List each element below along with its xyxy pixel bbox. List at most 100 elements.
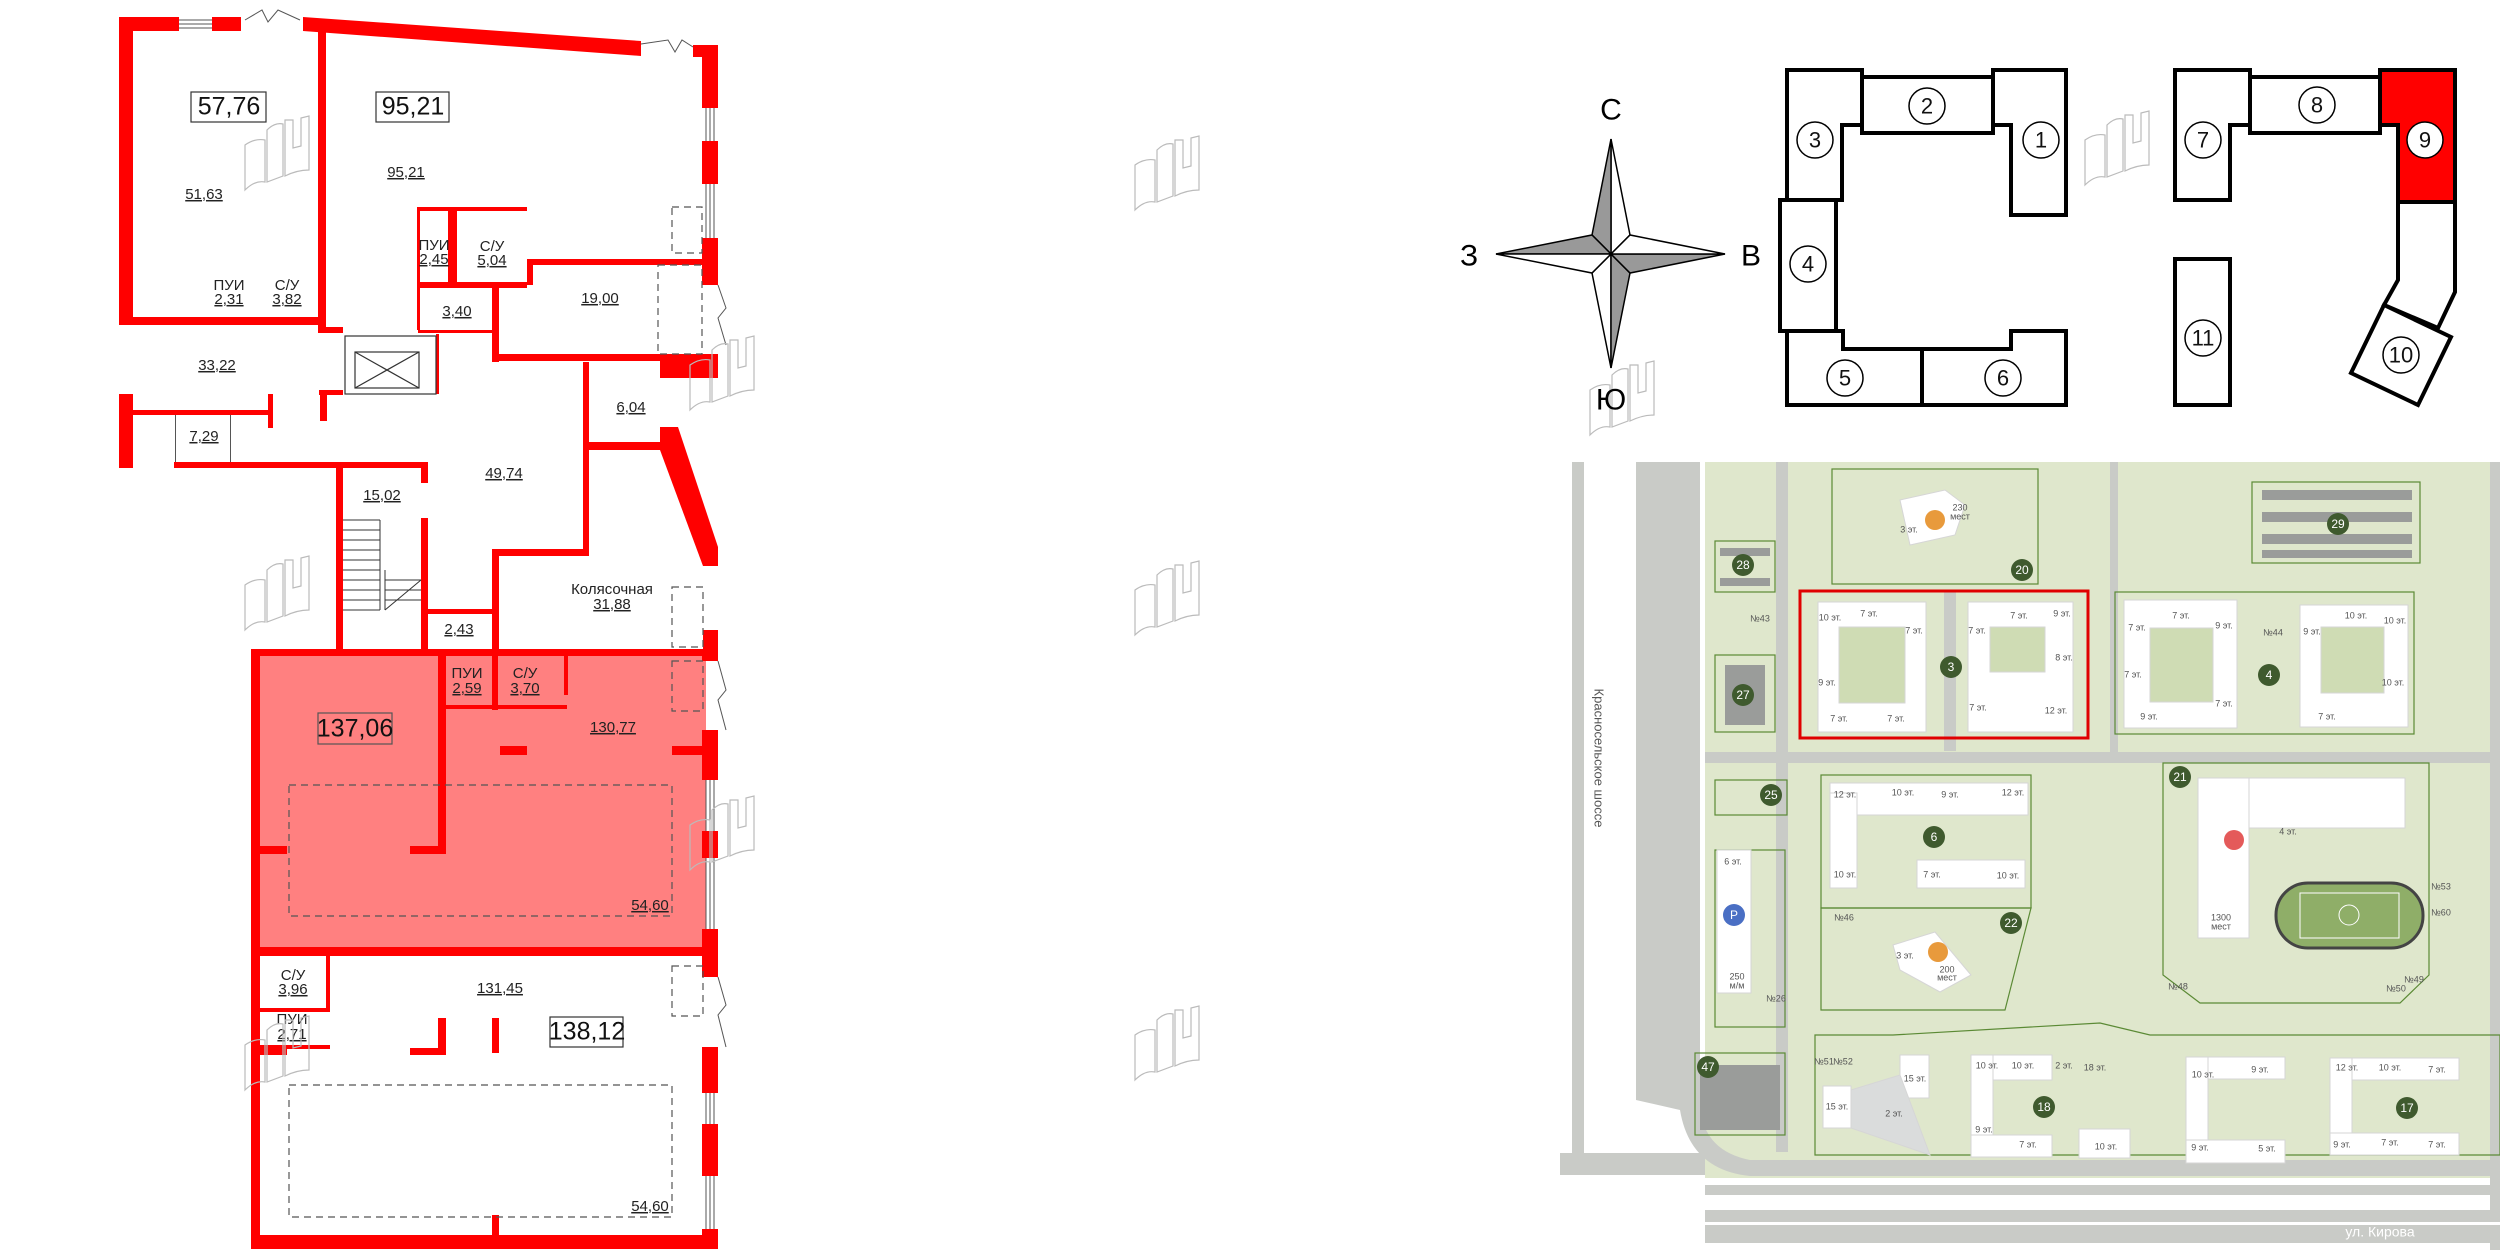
unit-137-fill[interactable] [256, 652, 706, 950]
map-marker[interactable] [1732, 684, 1754, 706]
compass-rose: С З В Ю [1460, 94, 1761, 417]
room-label: ПУИ [213, 277, 244, 294]
map-marker-label: 18 [2037, 1100, 2051, 1114]
compass-east-label: В [1741, 240, 1761, 273]
map-label: 5 эт. [2258, 1143, 2276, 1153]
section-number: 7 [2197, 128, 2209, 153]
section-number: 3 [1809, 128, 1821, 153]
map-label: 9 эт. [2191, 1142, 2209, 1152]
map-label: 10 эт. [2012, 1060, 2035, 1070]
compass-north-label: С [1600, 94, 1622, 127]
map-label: 9 эт. [1975, 1124, 1993, 1134]
unit-area-label: 57,76 [198, 93, 261, 121]
map-marker[interactable] [1697, 1056, 1719, 1078]
map-marker[interactable] [1760, 784, 1782, 806]
map-label: мест [1950, 511, 1970, 521]
room-label: С/У [275, 277, 300, 294]
map-marker[interactable] [1923, 826, 1945, 848]
map-marker[interactable] [2011, 559, 2033, 581]
parking-icon [1723, 904, 1745, 926]
map-label: 8 эт. [2055, 652, 2073, 662]
walls [119, 17, 718, 1249]
room-label: 131,45 [477, 980, 523, 997]
map-label: 10 эт. [2379, 1062, 2402, 1072]
room-label: 15,02 [363, 487, 401, 504]
section-number-circle [2184, 319, 2222, 357]
map-label: №60 [2431, 907, 2451, 917]
map-label: 7 эт. [2010, 610, 2028, 620]
map-label: 9 эт. [2140, 711, 2158, 721]
map-label: 12 эт. [1834, 789, 1857, 799]
map-marker[interactable] [1940, 656, 1962, 678]
section-number: 1 [2035, 128, 2047, 153]
map-label: 10 эт. [1997, 870, 2020, 880]
section-number-circle [1984, 359, 2022, 397]
map-label: 200 [1939, 964, 1954, 974]
unit-95-21[interactable]: 95,21 [375, 91, 450, 123]
map-marker-label: 22 [2004, 916, 2018, 930]
section-number-circle [2298, 86, 2336, 124]
map-label: 250 [1729, 971, 1744, 981]
map-label: №46 [1834, 912, 1854, 922]
map-marker[interactable] [2327, 513, 2349, 535]
map-label: 7 эт. [2428, 1139, 2446, 1149]
room-label: 3,82 [272, 291, 301, 308]
map-label: 9 эт. [2333, 1139, 2351, 1149]
unit-area-label: 138,12 [549, 1018, 625, 1046]
section-number-circle [1789, 245, 1827, 283]
room-label: 33,22 [198, 357, 236, 374]
room-label: 130,77 [590, 719, 636, 736]
room-label: 2,31 [214, 291, 243, 308]
section-number-circle [2022, 121, 2060, 159]
section-number-circle [2184, 121, 2222, 159]
unit-57-76[interactable]: 57,76 [190, 91, 267, 123]
dashed-zones [288, 206, 704, 1218]
map-marker[interactable] [2169, 766, 2191, 788]
room-label: 3,70 [510, 680, 539, 697]
street-label-kirova: ул. Кирова [2345, 1224, 2414, 1240]
map-label: 9 эт. [2251, 1064, 2269, 1074]
map-marker[interactable] [2258, 664, 2280, 686]
unit-137-06-selected[interactable]: 137,06 [317, 712, 393, 745]
map-marker-label: 28 [1736, 558, 1750, 572]
section-number-circle [1908, 87, 1946, 125]
map-label: 7 эт. [2381, 1137, 2399, 1147]
map-marker-label: 21 [2173, 770, 2187, 784]
map-label: 9 эт. [1941, 789, 1959, 799]
map-label: 3 эт. [1900, 524, 1918, 534]
map-label: 7 эт. [1969, 702, 1987, 712]
section-number: 6 [1997, 366, 2009, 391]
section-9-lower [2381, 200, 2457, 331]
map-label: 10 эт. [1892, 787, 1915, 797]
map-label: 12 эт. [2045, 705, 2068, 715]
unit-area-boxes: 57,76 95,21 137,06 138,12 [190, 91, 625, 1048]
section-number-circle [2382, 336, 2420, 374]
section-number: 5 [1839, 366, 1851, 391]
unit-138-12[interactable]: 138,12 [549, 1016, 625, 1048]
map-label: 10 эт. [2192, 1069, 2215, 1079]
map-label: 9 эт. [2303, 626, 2321, 636]
map-label: №50 [2386, 983, 2406, 993]
map-marker[interactable] [1732, 554, 1754, 576]
map-label: 7 эт. [1887, 713, 1905, 723]
elevator-shaft [344, 335, 437, 395]
map-label: 2 эт. [2055, 1060, 2073, 1070]
map-marker[interactable] [2000, 912, 2022, 934]
unit-area-label: 95,21 [382, 93, 445, 121]
section-number-circle [1796, 121, 1834, 159]
room-label: 7,29 [189, 428, 218, 445]
map-marker[interactable] [2033, 1096, 2055, 1118]
selected-block-frame[interactable] [1798, 589, 2090, 740]
room-label: 51,63 [185, 186, 223, 203]
map-label: 7 эт. [2215, 698, 2233, 708]
map-label: №53 [2431, 881, 2451, 891]
map-label: 15 эт. [1904, 1073, 1927, 1083]
room-label: 19,00 [581, 290, 619, 307]
map-label: 7 эт. [2124, 669, 2142, 679]
map-label: 10 эт. [2382, 677, 2405, 687]
site-map: Красносельское шоссе ул. Кирова 230мест3… [1560, 462, 2500, 1250]
map-marker[interactable] [2396, 1097, 2418, 1119]
